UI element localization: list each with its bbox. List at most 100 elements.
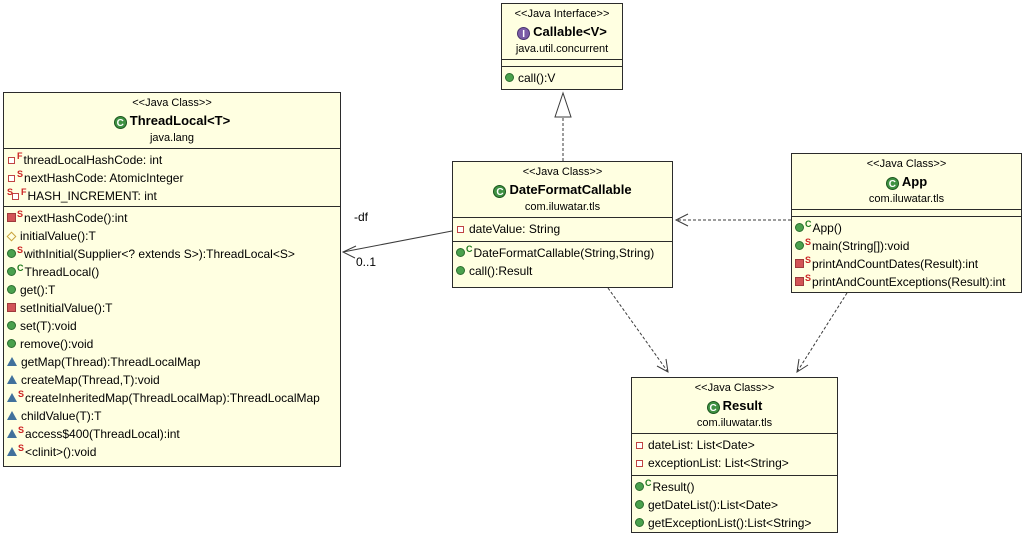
member-row: call():V [502, 69, 622, 87]
package-label: com.iluwatar.tls [868, 193, 945, 205]
private-field-icon [636, 442, 643, 449]
modifier-s: S [805, 237, 812, 247]
member-row: CThreadLocal() [4, 263, 340, 281]
class-icon: C [113, 116, 127, 129]
dependency-app-result[interactable] [796, 292, 848, 374]
member-row: get():T [4, 281, 340, 299]
member-label: createInheritedMap(ThreadLocalMap):Threa… [25, 391, 320, 405]
private-method-icon [795, 277, 804, 286]
modifier-c: C [17, 263, 24, 273]
member-label: main(String[]):void [812, 239, 910, 253]
package-method-icon [7, 447, 17, 456]
dependency-app-dateformatcallable[interactable] [674, 213, 791, 227]
modifier-c: C [805, 219, 812, 229]
member-label: <clinit>():void [25, 445, 97, 459]
member-label: printAndCountDates(Result):int [812, 257, 979, 271]
member-row: call():Result [453, 262, 672, 280]
package-method-icon [7, 375, 17, 384]
member-label: remove():void [20, 337, 94, 351]
package-label: com.iluwatar.tls [696, 417, 773, 429]
methods-compartment: call():V [502, 66, 622, 89]
public-method-icon [7, 339, 16, 348]
member-label: set(T):void [20, 319, 77, 333]
class-icon: C [885, 177, 899, 190]
stereotype-label: <<Java Class>> [132, 97, 212, 109]
member-row: Saccess$400(ThreadLocal):int [4, 425, 340, 443]
member-label: dateList: List<Date> [648, 438, 755, 452]
modifier-c: C [466, 244, 473, 254]
member-label: initialValue():T [20, 229, 96, 243]
member-label: DateFormatCallable(String,String) [473, 246, 655, 260]
member-label: access$400(ThreadLocal):int [25, 427, 180, 441]
member-row: dateList: List<Date> [632, 436, 837, 454]
member-label: nextHashCode():int [24, 211, 128, 225]
member-label: nextHashCode: AtomicInteger [24, 171, 184, 185]
modifier-s: S [17, 169, 24, 179]
member-row: ScreateInheritedMap(ThreadLocalMap):Thre… [4, 389, 340, 407]
modifier-s: S [805, 255, 812, 265]
stereotype-label: <<Java Class>> [522, 166, 603, 178]
class-name: ThreadLocal<T> [129, 113, 231, 128]
stereotype-label: <<Java Class>> [866, 158, 947, 170]
protected-method-icon [6, 231, 17, 242]
public-method-icon [505, 73, 514, 82]
public-method-icon [635, 518, 644, 527]
association-role-label: -df [354, 210, 369, 224]
member-label: call():Result [469, 264, 533, 278]
fields-compartment [502, 59, 622, 66]
member-row: CApp() [792, 219, 1021, 237]
association-dateformatcallable-threadlocal[interactable] [341, 230, 453, 259]
member-label: App() [812, 221, 842, 235]
member-row: createMap(Thread,T):void [4, 371, 340, 389]
member-label: childValue(T):T [21, 409, 102, 423]
member-label: dateValue: String [469, 222, 561, 236]
methods-compartment: CDateFormatCallable(String,String) call()… [453, 241, 672, 287]
member-label: HASH_INCREMENT: int [27, 189, 157, 203]
public-method-icon [635, 482, 644, 491]
private-method-icon [7, 303, 16, 312]
member-label: getMap(Thread):ThreadLocalMap [21, 355, 201, 369]
member-row: SprintAndCountExceptions(Result):int [792, 273, 1021, 291]
public-method-icon [456, 248, 465, 257]
dependency-dateformatcallable-result[interactable] [607, 287, 669, 373]
package-method-icon [7, 393, 17, 402]
package-method-icon [7, 429, 17, 438]
package-method-icon [7, 357, 17, 366]
public-method-icon [635, 500, 644, 509]
package-method-icon [7, 411, 17, 420]
modifier-s: S [18, 443, 25, 453]
modifier-c: C [645, 478, 652, 488]
realization-dateformatcallable-callable[interactable] [554, 91, 572, 161]
methods-compartment: SnextHashCode():int initialValue():T Swith… [4, 206, 340, 466]
class-name: Callable<V> [533, 24, 607, 39]
class-icon: C [493, 185, 507, 198]
member-row: dateValue: String [453, 220, 672, 238]
modifier-f: F [17, 151, 23, 161]
modifier-s: S [17, 209, 24, 219]
member-row: getMap(Thread):ThreadLocalMap [4, 353, 340, 371]
member-label: printAndCountExceptions(Result):int [812, 275, 1006, 289]
modifier-s: S [18, 389, 25, 399]
member-row: exceptionList: List<String> [632, 454, 837, 472]
private-field-icon [12, 193, 20, 200]
class-name: App [901, 174, 928, 189]
public-method-icon [795, 241, 804, 250]
package-label: java.util.concurrent [515, 43, 609, 55]
member-row: SwithInitial(Supplier<? extends S>):Thre… [4, 245, 340, 263]
public-method-icon [7, 285, 16, 294]
interface-icon: I [517, 27, 531, 40]
member-label: setInitialValue():T [20, 301, 113, 315]
fields-compartment [792, 209, 1021, 216]
stereotype-label: <<Java Class>> [694, 382, 775, 394]
member-label: Result() [652, 480, 695, 494]
